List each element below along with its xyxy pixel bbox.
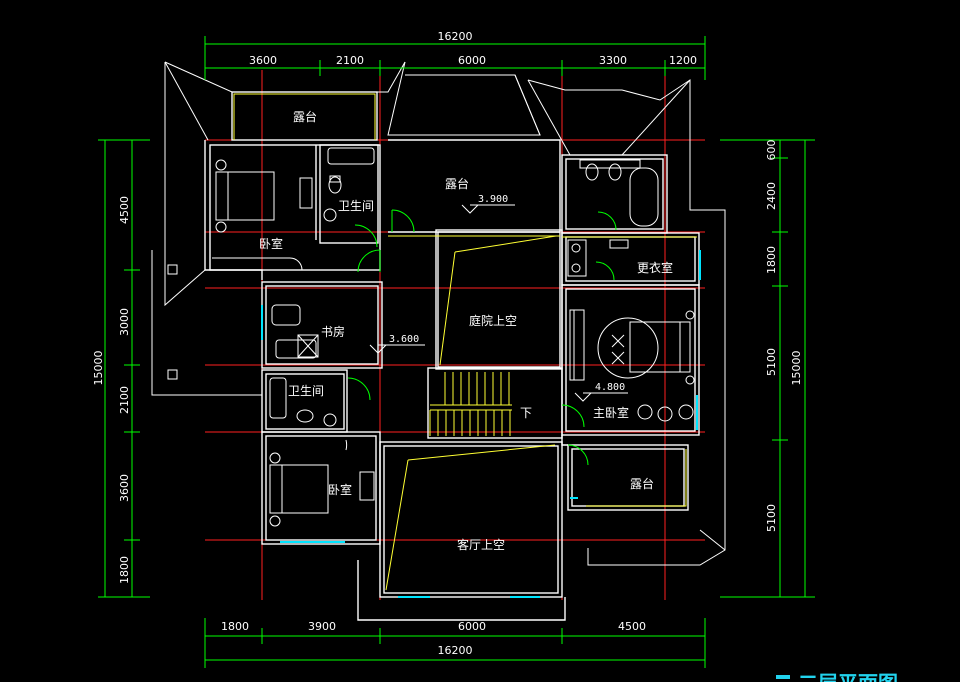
label-master-bedroom: 主卧室 — [593, 405, 629, 420]
dimension-lines — [98, 36, 815, 668]
dim-right-total: 15000 — [790, 351, 803, 386]
dim-bottom-2: 3900 — [308, 620, 336, 633]
railings — [233, 93, 697, 591]
dim-right-5: 5100 — [765, 504, 778, 532]
dim-left-1: 4500 — [118, 196, 131, 224]
label-living-void: 客厅上空 — [457, 537, 505, 552]
dim-top-5: 1200 — [669, 54, 697, 67]
label-study: 书房 — [321, 324, 345, 339]
dim-right-3: 1800 — [765, 246, 778, 274]
furniture — [212, 147, 695, 527]
room-labels: 露台 露台 卧室 卫生间 书房 卫生间 卧室 庭院上空 客厅上空 更衣室 主卧室… — [259, 109, 673, 552]
label-stair-down: 下 — [520, 406, 532, 420]
label-terrace-top-left: 露台 — [293, 109, 317, 124]
dim-top-3: 6000 — [458, 54, 486, 67]
doors — [347, 209, 617, 466]
label-terrace-top-center: 露台 — [445, 176, 469, 191]
elevation-markers — [369, 204, 628, 402]
dim-left-5: 1800 — [118, 556, 131, 584]
staircase — [429, 372, 512, 436]
walls — [204, 91, 700, 621]
dim-top-total: 16200 — [438, 30, 473, 43]
dimension-labels: 16200 3600 2100 6000 3300 1200 1800 3900… — [92, 30, 803, 657]
dim-left-4: 3600 — [118, 474, 131, 502]
label-courtyard-void: 庭院上空 — [469, 313, 517, 328]
level-study-corridor: 3.600 — [389, 334, 419, 345]
dim-right-4: 5100 — [765, 348, 778, 376]
dim-top-2: 2100 — [336, 54, 364, 67]
dim-top-1: 3600 — [249, 54, 277, 67]
label-dressing-room: 更衣室 — [637, 260, 673, 275]
label-bath-top-left: 卫生间 — [338, 199, 374, 213]
roof-outline — [151, 61, 726, 566]
dim-bottom-total: 16200 — [438, 644, 473, 657]
dim-left-3: 2100 — [118, 386, 131, 414]
label-bath-left: 卫生间 — [288, 384, 324, 398]
level-master-bedroom: 4.800 — [595, 382, 625, 393]
windows — [261, 250, 701, 598]
dim-bottom-3: 6000 — [458, 620, 486, 633]
drawing-title: 二层平面图 — [798, 671, 898, 682]
dim-bottom-4: 4500 — [618, 620, 646, 633]
dim-top-4: 3300 — [599, 54, 627, 67]
level-terrace-center: 3.900 — [478, 194, 508, 205]
dim-left-2: 3000 — [118, 308, 131, 336]
label-bedroom-top-left: 卧室 — [259, 236, 283, 251]
dim-right-1: 600 — [765, 140, 778, 161]
dim-right-2: 2400 — [765, 182, 778, 210]
dim-bottom-1: 1800 — [221, 620, 249, 633]
drawing-title-group: 二层平面图 — [776, 671, 898, 682]
dim-left-total: 15000 — [92, 351, 105, 386]
label-terrace-right: 露台 — [630, 476, 654, 491]
label-bedroom-bottom-left: 卧室 — [328, 482, 352, 497]
